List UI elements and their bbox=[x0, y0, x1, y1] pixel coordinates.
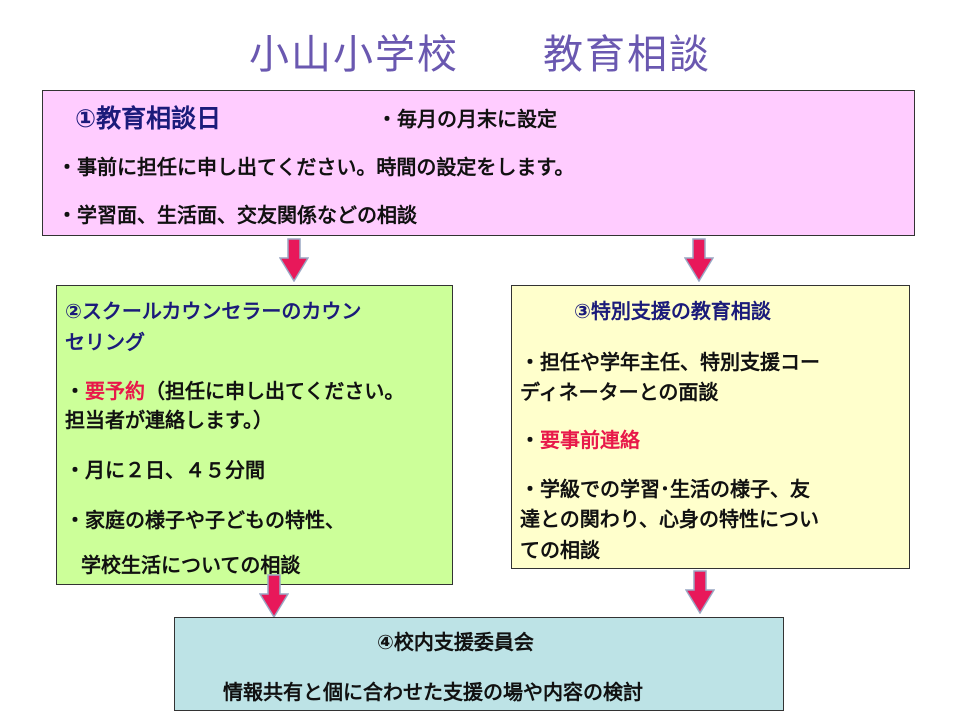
school-counselor-item3-line1: ・家庭の様子や子どもの特性、 bbox=[65, 508, 345, 532]
consultation-day-heading: ①教育相談日 bbox=[75, 104, 222, 133]
support-committee-description: 情報共有と個に合わせた支援の場や内容の検討 bbox=[223, 680, 643, 704]
bullet: ・ bbox=[65, 379, 85, 403]
special-support-item3-line3: ての相談 bbox=[520, 538, 600, 562]
school-counselor-box: ②スクールカウンセラーのカウン セリング ・要予約（担任に申し出てください。 担… bbox=[56, 285, 453, 585]
down-arrow-icon bbox=[279, 238, 309, 282]
school-counselor-item1-line2: 担当者が連絡します。） bbox=[65, 408, 273, 432]
school-counselor-heading-line1: ②スクールカウンセラーのカウン bbox=[65, 299, 362, 323]
down-arrow-icon bbox=[685, 570, 715, 614]
school-counselor-item3-line2: 学校生活についての相談 bbox=[81, 553, 301, 577]
support-committee-box: ④校内支援委員会 情報共有と個に合わせた支援の場や内容の検討 bbox=[174, 617, 784, 711]
special-support-item1-line1: ・担任や学年主任、特別支援コー bbox=[520, 350, 820, 374]
special-support-box: ③特別支援の教育相談 ・担任や学年主任、特別支援コー ディネーターとの面談 ・要… bbox=[511, 285, 910, 569]
support-committee-heading: ④校内支援委員会 bbox=[377, 630, 534, 654]
special-support-item3-line2: 達との関わり、心身の特性につい bbox=[520, 507, 819, 531]
reservation-note: （担任に申し出てください。 bbox=[145, 379, 405, 403]
down-arrow-icon bbox=[684, 238, 714, 282]
down-arrow-icon bbox=[259, 574, 289, 618]
special-support-item2: ・要事前連絡 bbox=[520, 424, 640, 453]
school-counselor-item2: ・月に２日、４５分間 bbox=[65, 458, 265, 482]
school-counselor-item1-line1: ・要予約（担任に申し出てください。 bbox=[65, 375, 404, 404]
page-title: 小山小学校 教育相談 bbox=[249, 32, 711, 78]
consultation-day-line2: ・学習面、生活面、交友関係などの相談 bbox=[57, 203, 417, 227]
prior-contact-required: 要事前連絡 bbox=[540, 428, 640, 452]
special-support-item3-line1: ・学級での学習･生活の様子、友 bbox=[520, 477, 810, 501]
bullet: ・ bbox=[520, 428, 540, 452]
reservation-required: 要予約 bbox=[85, 379, 145, 403]
consultation-day-line1: ・事前に担任に申し出てください。時間の設定をします。 bbox=[57, 155, 575, 179]
school-counselor-heading-line2: セリング bbox=[65, 330, 145, 354]
consultation-day-schedule: ・毎月の月末に設定 bbox=[377, 107, 557, 131]
special-support-heading: ③特別支援の教育相談 bbox=[574, 299, 771, 323]
consultation-day-box: ①教育相談日 ・毎月の月末に設定 ・事前に担任に申し出てください。時間の設定をし… bbox=[42, 90, 915, 236]
special-support-item1-line2: ディネーターとの面談 bbox=[520, 380, 719, 404]
